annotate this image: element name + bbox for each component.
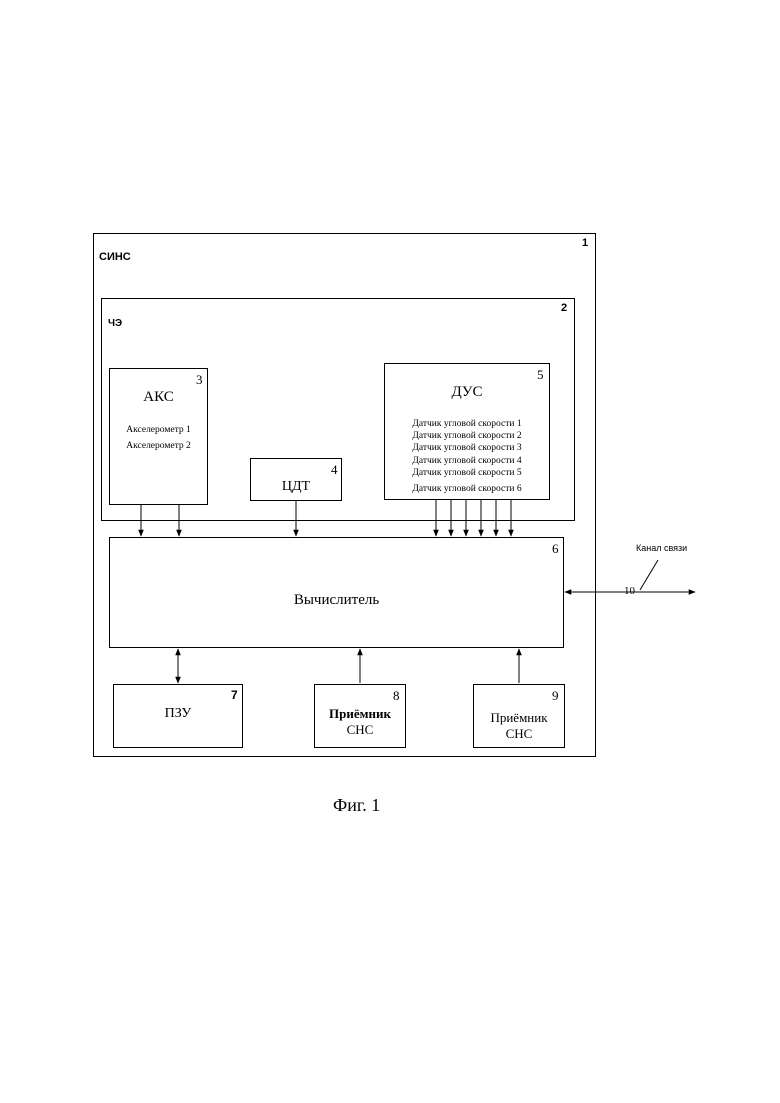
channel-leader-line [640, 560, 658, 590]
